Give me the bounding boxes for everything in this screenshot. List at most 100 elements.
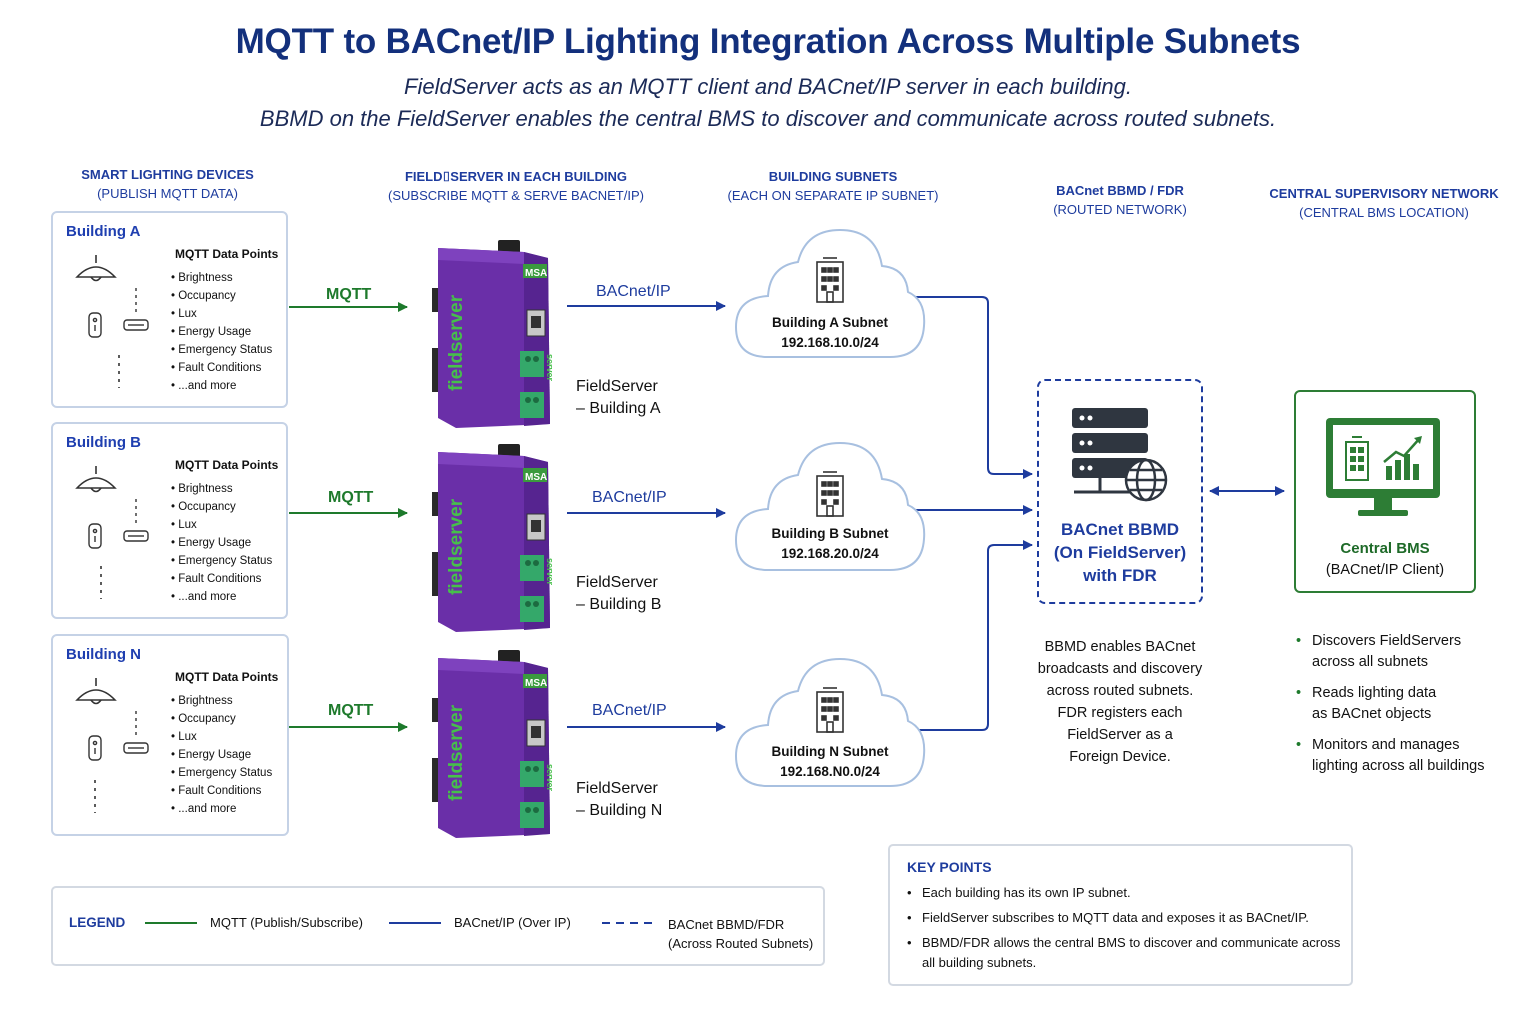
- data-point-item: Lux: [171, 516, 272, 534]
- data-point-item: Occupancy: [171, 498, 272, 516]
- building-name: Building A: [66, 223, 141, 240]
- terminal-block-icon: [520, 761, 544, 787]
- fieldserver-label: FieldServer – Building A: [576, 376, 661, 420]
- subnet-name: Building A Subnet: [772, 315, 888, 330]
- building-icon: [816, 471, 844, 517]
- column-heading-line: CENTRAL SUPERVISORY NETWORK: [1269, 186, 1499, 201]
- device-icons: [75, 466, 149, 599]
- bms-bullet-line: Reads lighting data: [1312, 685, 1437, 701]
- data-point-item: ...and more: [171, 800, 272, 818]
- subnet-cloud: [734, 657, 926, 787]
- legend-mqtt-label: MQTT (Publish/Subscribe): [210, 915, 363, 930]
- bullet-dot: •: [1296, 737, 1302, 753]
- bms-bullet-text: Discovers FieldServers across all subnet…: [1312, 631, 1522, 673]
- data-point-item: Brightness: [171, 480, 272, 498]
- occupancy-sensor-icon: [88, 735, 102, 761]
- building-name: Building B: [66, 434, 141, 451]
- data-point-item: Emergency Status: [171, 764, 272, 782]
- column-subheading-line: (ROUTED NETWORK): [1053, 202, 1187, 217]
- device-side-text: server: [545, 764, 554, 792]
- device-icons: [75, 255, 149, 388]
- data-points-list: Brightness Occupancy Lux Energy Usage Em…: [171, 692, 272, 818]
- building-devices-box: Building B MQTT Data Points Brightness O…: [51, 422, 288, 619]
- fieldserver-label-line: – Building A: [576, 400, 661, 417]
- data-point-item: Energy Usage: [171, 534, 272, 552]
- building-name: Building N: [66, 646, 141, 663]
- mqtt-label: MQTT: [328, 702, 374, 719]
- data-point-item: Lux: [171, 728, 272, 746]
- data-point-item: Energy Usage: [171, 323, 272, 341]
- legend-title: LEGEND: [69, 915, 126, 930]
- subnet-ip: 192.168.20.0/24: [781, 546, 879, 561]
- globe-icon: [1124, 458, 1168, 502]
- fieldserver-label-line: FieldServer: [576, 780, 658, 797]
- fieldserver-label-line: – Building N: [576, 802, 663, 819]
- subnet-ip: 192.168.10.0/24: [781, 335, 879, 350]
- building-icon: [816, 257, 844, 303]
- bacnet-label: BACnet/IP: [592, 702, 667, 719]
- building-devices-box: Building A MQTT Data Points Brightness O…: [51, 211, 288, 408]
- data-point-item: Occupancy: [171, 710, 272, 728]
- fieldserver-device: fieldserver MSA server: [432, 444, 554, 632]
- msa-logo: MSA: [525, 472, 547, 483]
- bms-bullet-text: Monitors and manages lighting across all…: [1312, 735, 1522, 777]
- key-points-title: KEY POINTS: [907, 859, 992, 875]
- terminal-block-icon: [520, 555, 544, 581]
- legend: LEGEND MQTT (Publish/Subscribe) BACnet/I…: [51, 886, 825, 966]
- bms-bullet-line: Monitors and manages: [1312, 737, 1460, 753]
- data-points-heading: MQTT Data Points: [175, 247, 279, 261]
- fieldserver-label: FieldServer – Building B: [576, 572, 661, 616]
- data-points-list: Brightness Occupancy Lux Energy Usage Em…: [171, 269, 272, 395]
- bbmd-title-line: with FDR: [1083, 566, 1157, 585]
- data-point-item: Fault Conditions: [171, 782, 272, 800]
- bullet-dot: •: [1296, 685, 1302, 701]
- device-brand-text: fieldserver: [446, 498, 467, 595]
- key-points-box: KEY POINTS Each building has its own IP …: [888, 844, 1353, 986]
- column-heading-fieldserver: FIELD⌷SERVER IN EACH BUILDING (SUBSCRIBE…: [380, 167, 652, 205]
- column-heading-devices: SMART LIGHTING DEVICES (PUBLISH MQTT DAT…: [50, 165, 285, 203]
- terminal-block-icon: [520, 802, 544, 828]
- terminal-block-icon: [520, 351, 544, 377]
- monitor-chart-icon: [1326, 418, 1440, 516]
- data-points-list: Brightness Occupancy Lux Energy Usage Em…: [171, 480, 272, 606]
- subnet-cloud: [734, 441, 926, 571]
- legend-bbmd-line: (Across Routed Subnets): [668, 936, 814, 951]
- bacnet-label: BACnet/IP: [596, 283, 671, 300]
- data-point-item: ...and more: [171, 588, 272, 606]
- fieldserver-label-line: – Building B: [576, 596, 662, 613]
- key-points-list: Each building has its own IP subnet. Fie…: [907, 883, 1347, 978]
- key-point-item: FieldServer subscribes to MQTT data and …: [907, 908, 1347, 928]
- bar-chart-icon: [1386, 454, 1419, 480]
- subnet-label: Building B Subnet 192.168.20.0/24: [730, 524, 930, 564]
- data-points-heading: MQTT Data Points: [175, 670, 279, 684]
- subnet-to-bbmd-line: [908, 296, 1033, 479]
- bbmd-desc-line: FieldServer as a: [1067, 727, 1173, 743]
- fieldserver-device: fieldserver MSA server: [432, 240, 554, 428]
- wall-switch-icon: [123, 499, 149, 542]
- pendant-lamp-icon: [75, 255, 117, 282]
- occupancy-sensor-icon: [88, 523, 102, 549]
- bbmd-title-line: BACnet BBMD: [1060, 520, 1180, 539]
- wall-switch-icon: [123, 288, 149, 331]
- bms-bullet-line: across all subnets: [1312, 654, 1429, 670]
- device-brand-text: fieldserver: [446, 294, 467, 391]
- server-rack-icon: [1072, 408, 1168, 502]
- column-heading-line: BUILDING SUBNETS: [768, 169, 898, 184]
- pendant-lamp-icon: [75, 466, 117, 493]
- legend-mqtt-swatch: [145, 922, 197, 924]
- bbmd-desc-line: Foreign Device.: [1069, 749, 1171, 765]
- building-devices-box: Building N MQTT Data Points Brightness O…: [51, 634, 289, 836]
- building-icon: [1345, 436, 1369, 481]
- fieldserver-label-line: FieldServer: [576, 574, 658, 591]
- legend-bacnet-swatch: [389, 922, 441, 924]
- occupancy-sensor-icon: [88, 312, 102, 338]
- subtitle-line-2: BBMD on the FieldServer enables the cent…: [259, 106, 1277, 131]
- wall-switch-icon: [123, 711, 149, 754]
- terminal-block-icon: [520, 392, 544, 418]
- bacnet-label: BACnet/IP: [592, 489, 667, 506]
- bbmd-description: BBMD enables BACnet broadcasts and disco…: [1020, 636, 1220, 768]
- pendant-lamp-icon: [75, 678, 117, 705]
- device-side-text: server: [545, 558, 554, 586]
- fieldserver-label-line: FieldServer: [576, 378, 658, 395]
